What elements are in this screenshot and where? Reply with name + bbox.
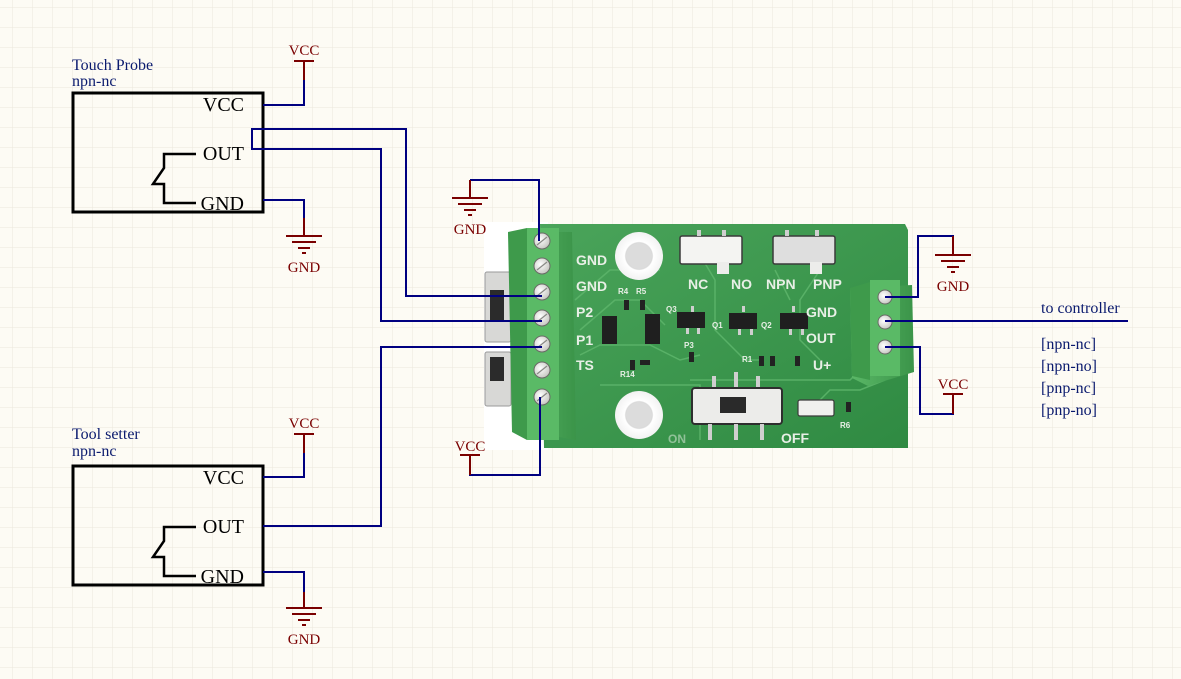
svg-text:VCC: VCC: [289, 416, 320, 432]
wire-tp-gnd: [263, 199, 305, 218]
ref-q1: Q1: [712, 321, 723, 330]
nc-no-switch[interactable]: [679, 230, 743, 274]
ref-q2: Q2: [761, 321, 772, 330]
ref-r5: R5: [636, 287, 647, 296]
vcc-symbol-board-left: VCC: [455, 439, 486, 475]
left-terminal-block: [508, 228, 576, 440]
output-mode-pnp-nc: [pnp-nc]: [1041, 380, 1096, 397]
board-label-no: NO: [731, 276, 752, 292]
tool-setter-pin-vcc: VCC: [203, 467, 244, 489]
board-label-gnd-1: GND: [576, 252, 607, 268]
pcb-board: [540, 224, 908, 448]
tool-setter-pin-out: OUT: [203, 516, 244, 538]
board-label-npn: NPN: [766, 276, 796, 292]
board-label-pnp: PNP: [813, 276, 842, 292]
vcc-symbol-touch-probe: VCC: [289, 43, 320, 80]
touch-probe-title: Touch Probe: [72, 57, 153, 74]
touch-probe-switch-icon: [150, 152, 196, 205]
board-label-off: OFF: [781, 430, 809, 446]
svg-text:VCC: VCC: [289, 43, 320, 59]
output-mode-pnp-no: [pnp-no]: [1041, 402, 1097, 419]
board-label-p2: P2: [576, 304, 593, 320]
svg-text:GND: GND: [937, 279, 970, 295]
svg-text:GND: GND: [454, 222, 487, 238]
to-controller-label: to controller: [1041, 300, 1120, 317]
vcc-symbol-tool-setter: VCC: [289, 416, 320, 453]
board-label-out-u: U+: [813, 357, 831, 373]
touch-probe-type: npn-nc: [72, 73, 116, 90]
tool-setter-pin-gnd: GND: [201, 566, 244, 588]
board-label-p1: P1: [576, 332, 593, 348]
gnd-symbol-board-left: GND: [452, 180, 488, 238]
board-label-nc: NC: [688, 276, 708, 292]
output-mode-npn-no: [npn-no]: [1041, 358, 1097, 375]
board-label-out-out: OUT: [806, 330, 836, 346]
board-label-out-gnd: GND: [806, 304, 837, 320]
board-label-on: ON: [668, 432, 686, 446]
gnd-symbol-tool-setter: GND: [286, 592, 322, 648]
wire-tp-vcc: [263, 80, 305, 106]
touch-probe-pin-gnd: GND: [201, 193, 244, 215]
vcc-symbol-board-right: VCC: [938, 377, 969, 414]
status-led: [797, 399, 835, 417]
wire-ts-gnd: [263, 571, 305, 592]
wires: [251, 80, 1128, 592]
resistors: [624, 300, 851, 412]
ref-r4: R4: [618, 287, 629, 296]
gnd-symbol-touch-probe: GND: [286, 218, 322, 276]
wire-board-gnd: [470, 179, 540, 241]
svg-text:GND: GND: [288, 632, 321, 648]
tool-setter-type: npn-nc: [72, 443, 116, 460]
touch-probe-pin-out: OUT: [203, 143, 244, 165]
output-mode-npn-nc: [npn-nc]: [1041, 336, 1096, 353]
ref-r14: R14: [620, 370, 635, 379]
wire-ts-vcc: [263, 453, 305, 478]
right-terminal-block: [850, 280, 914, 386]
ref-q3: Q3: [666, 305, 677, 314]
touch-probe-body: [71, 91, 265, 214]
touch-probe-component[interactable]: Touch Probe npn-nc VCC OUT GND: [71, 57, 265, 215]
transistors: [602, 312, 808, 344]
svg-text:VCC: VCC: [938, 377, 969, 393]
ref-p3: P3: [684, 341, 694, 350]
interface-board: GND GND P2 P1 TS NC NO NPN PNP: [484, 222, 914, 450]
tool-setter-switch-icon: [150, 525, 196, 578]
power-symbols: VCC GND GND VCC VC: [286, 43, 971, 648]
output-annotation: to controller [npn-nc] [npn-no] [pnp-nc]…: [1041, 300, 1120, 419]
npn-pnp-switch[interactable]: [772, 230, 836, 274]
gnd-symbol-board-right: GND: [935, 236, 971, 295]
svg-text:GND: GND: [288, 260, 321, 276]
wire-ts-out: [263, 346, 542, 527]
power-switch[interactable]: [691, 372, 783, 440]
touch-probe-pin-vcc: VCC: [203, 94, 244, 116]
svg-text:VCC: VCC: [455, 439, 486, 455]
wire-tp-out-b: [252, 148, 542, 322]
tool-setter-title: Tool setter: [72, 426, 140, 443]
board-label-gnd-2: GND: [576, 278, 607, 294]
board-label-ts: TS: [576, 357, 594, 373]
ref-r1: R1: [742, 355, 753, 364]
ref-r6: R6: [840, 421, 851, 430]
